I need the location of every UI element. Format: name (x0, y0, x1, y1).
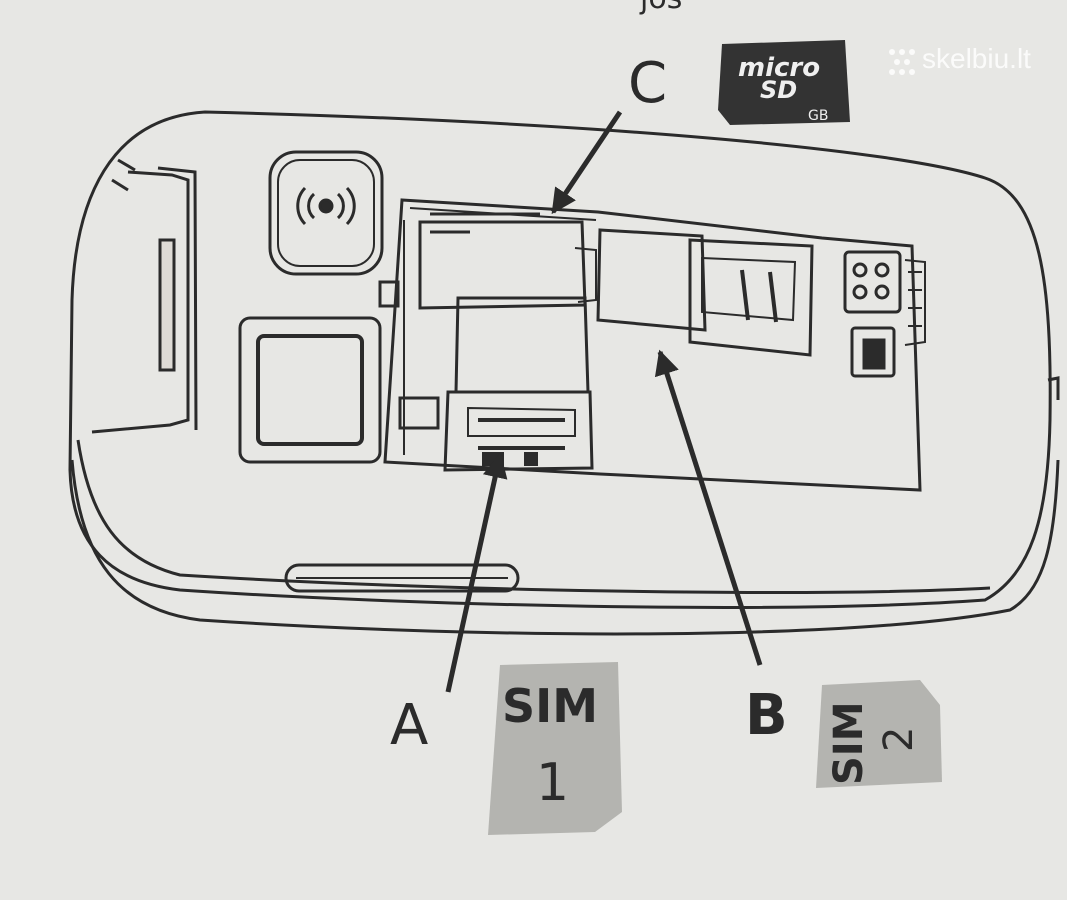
arrow-c (550, 110, 623, 215)
side-latch (91, 158, 198, 434)
camera-module (268, 150, 384, 276)
sim2-card: SIM 2 (816, 680, 942, 788)
arrow-a (445, 452, 508, 693)
label-b: B (745, 683, 788, 748)
connector-pads (843, 250, 926, 378)
microsd-logo: micro SD GB (718, 40, 850, 125)
sim1-slot (443, 296, 594, 472)
speaker-pad (238, 316, 382, 464)
label-a: A (390, 693, 428, 758)
microsd-capacity: GB (808, 108, 828, 124)
sim1-card: SIM 1 (488, 662, 622, 835)
callout-arrows (445, 110, 763, 693)
label-c: C (628, 51, 667, 116)
microsd-line1: micro (738, 53, 820, 83)
sim2-number: 2 (876, 727, 922, 752)
memory-card-slot (418, 212, 597, 310)
watermark-text: skelbiu.lt (922, 43, 1031, 74)
sim1-number: 1 (536, 753, 569, 813)
sim2-label: SIM (826, 702, 872, 786)
sim2-slot (596, 228, 814, 357)
microsd-line2: SD (760, 76, 797, 104)
watermark: skelbiu.lt (889, 43, 1031, 75)
arrow-b (654, 349, 763, 666)
camera-lens-icon (296, 186, 356, 226)
phone-body (68, 110, 1060, 636)
sim1-label: SIM (502, 679, 598, 733)
watermark-dots-icon (889, 49, 915, 75)
top-text-fragment: jos (639, 0, 682, 16)
battery-compartment (378, 198, 922, 492)
